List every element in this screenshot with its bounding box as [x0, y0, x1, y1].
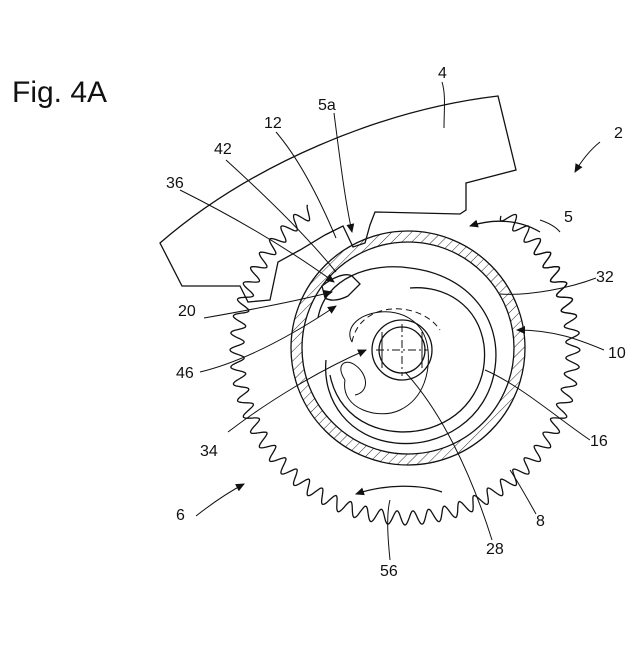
label-20: 20	[178, 303, 196, 320]
label-2: 2	[614, 125, 623, 142]
label-16: 16	[590, 433, 608, 450]
rotation-arrow-5	[470, 221, 540, 232]
label-4: 4	[438, 65, 447, 82]
label-56: 56	[380, 563, 398, 580]
figure-title: Fig. 4A	[12, 76, 107, 110]
ring-10-hatching	[291, 231, 525, 465]
label-42: 42	[214, 141, 232, 158]
reference-numerals: 4 5a 12 2 42 36 5 32 20 10 46 34 16 6 8 …	[166, 65, 626, 580]
spiral-16	[330, 288, 485, 432]
label-10: 10	[608, 345, 626, 362]
spiral-32	[318, 267, 496, 444]
label-46: 46	[176, 365, 194, 382]
label-34: 34	[200, 443, 218, 460]
spring-34	[345, 312, 429, 414]
label-5: 5	[564, 209, 573, 226]
label-28: 28	[486, 541, 504, 558]
label-12: 12	[264, 115, 282, 132]
rotation-arrow-56	[356, 486, 442, 494]
segment-4	[160, 96, 516, 302]
label-6: 6	[176, 507, 185, 524]
label-5a: 5a	[318, 97, 336, 114]
spring-34-hidden	[352, 309, 440, 342]
shaft-28	[379, 327, 425, 373]
leader-lines	[180, 82, 604, 560]
label-32: 32	[596, 269, 614, 286]
gear-wheel-6	[230, 205, 580, 525]
label-36: 36	[166, 175, 184, 192]
ring-10-inner	[302, 242, 514, 454]
label-8: 8	[536, 513, 545, 530]
